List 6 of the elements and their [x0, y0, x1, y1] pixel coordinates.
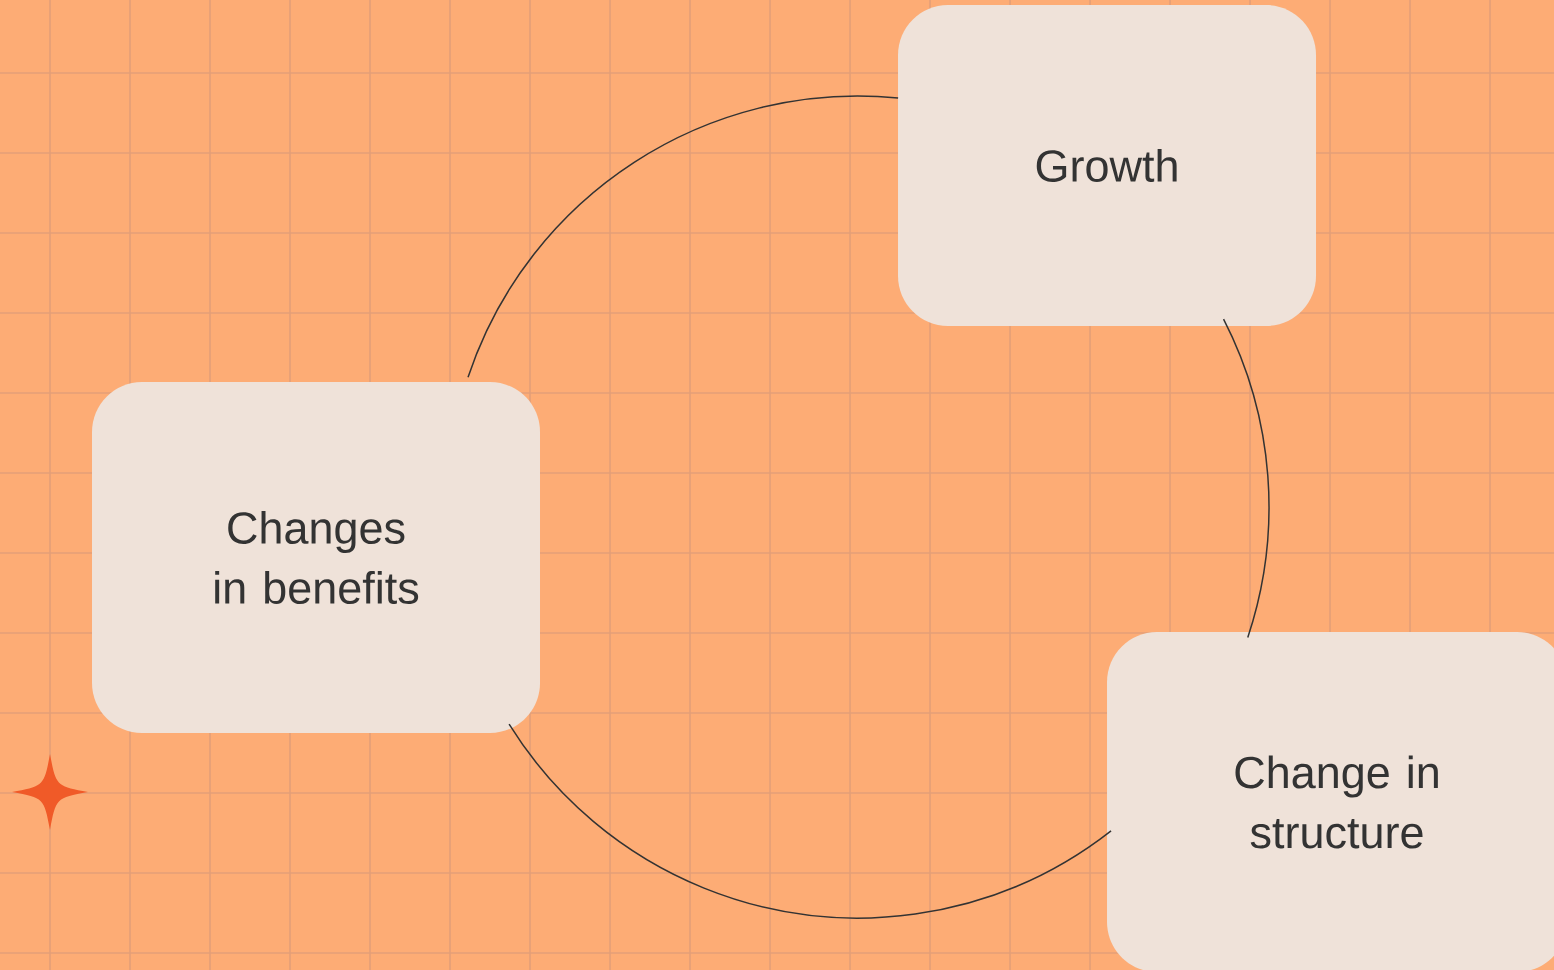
- text-box: Changes in benefits: [92, 382, 540, 733]
- connector-arc: [1222, 318, 1270, 639]
- connector-arc: [508, 723, 1112, 919]
- text-box: Growth: [898, 5, 1316, 326]
- connector-arc: [467, 95, 899, 378]
- text-box: Change in structure: [1107, 632, 1554, 970]
